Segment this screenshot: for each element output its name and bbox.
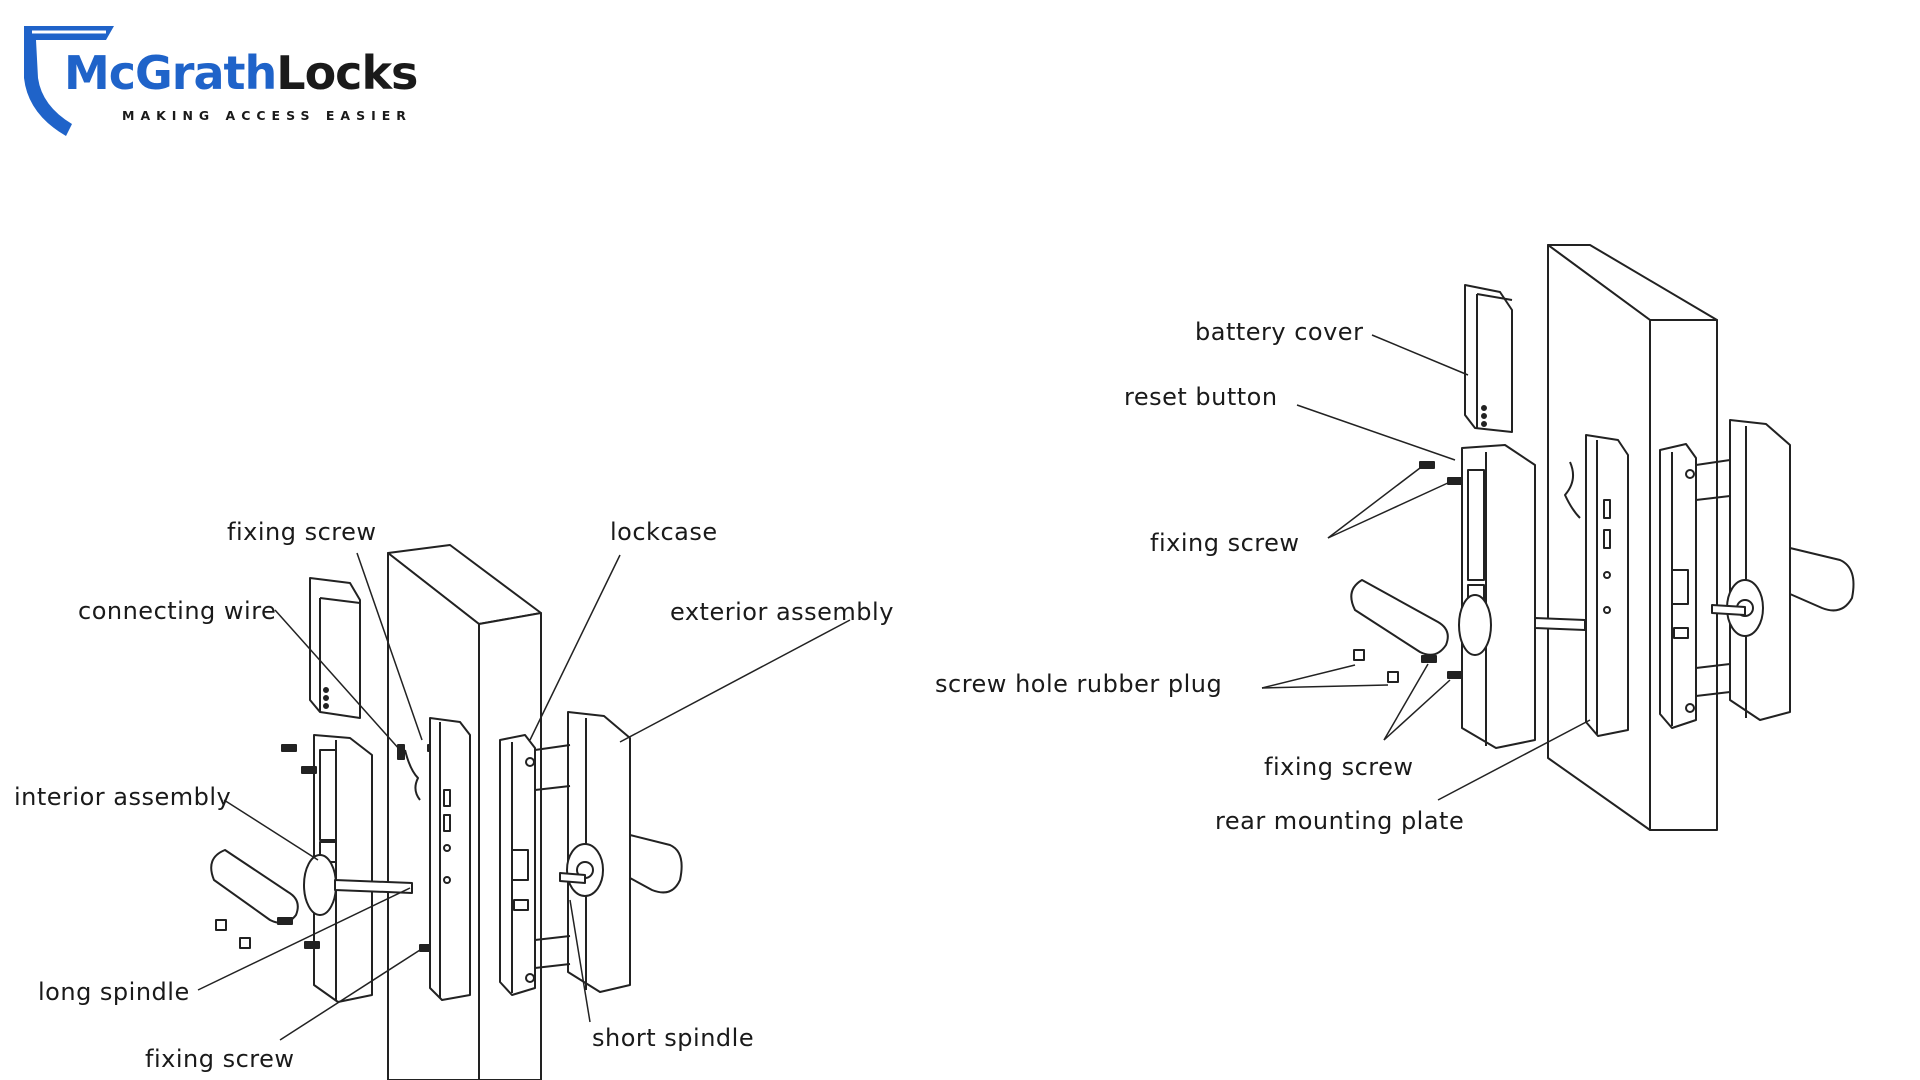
lockcase-left — [500, 735, 535, 995]
label-reset-button: reset button — [1124, 383, 1278, 411]
label-screw-hole-rubber-plug: screw hole rubber plug — [935, 670, 1222, 698]
rear-plate-right — [1586, 435, 1628, 736]
leader-lines-right — [1262, 335, 1590, 800]
label-fixing-screw-top-left: fixing screw — [227, 518, 377, 546]
exterior-assembly-left — [535, 712, 682, 992]
interior-assembly-left — [211, 735, 412, 1002]
label-fixing-screw-bottom-right: fixing screw — [1264, 753, 1414, 781]
label-lockcase: lockcase — [610, 518, 718, 546]
label-short-spindle: short spindle — [592, 1024, 754, 1052]
battery-cover-right — [1465, 285, 1512, 432]
label-long-spindle: long spindle — [38, 978, 190, 1006]
rubber-plugs-right — [1354, 650, 1398, 682]
label-connecting-wire: connecting wire — [78, 597, 276, 625]
label-fixing-screw-top-right: fixing screw — [1150, 529, 1300, 557]
exterior-assembly-right — [1696, 420, 1854, 720]
label-rear-mounting-plate: rear mounting plate — [1215, 807, 1464, 835]
rear-plate-left — [430, 718, 470, 1000]
label-interior-assembly: interior assembly — [14, 783, 231, 811]
lockcase-right — [1660, 444, 1696, 728]
label-exterior-assembly: exterior assembly — [670, 598, 894, 626]
label-fixing-screw-bottom-left: fixing screw — [145, 1045, 295, 1073]
rubber-plugs-left — [216, 920, 250, 948]
label-battery-cover: battery cover — [1195, 318, 1363, 346]
